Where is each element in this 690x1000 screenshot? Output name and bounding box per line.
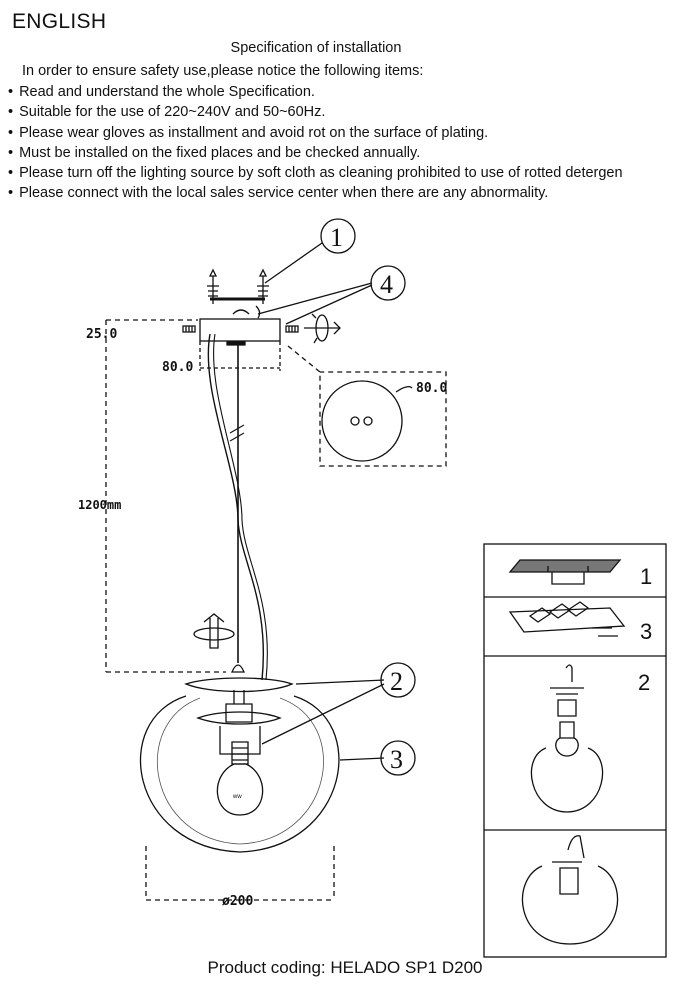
steps-panel xyxy=(483,543,667,958)
canopy-plate xyxy=(199,318,281,342)
callout-4 xyxy=(370,265,406,301)
canopy-detail-circle xyxy=(321,380,403,462)
step-number: 2 xyxy=(638,670,650,695)
callout-3 xyxy=(380,740,416,776)
instruction-item: Please connect with the local sales serv… xyxy=(8,183,623,203)
language-heading: ENGLISH xyxy=(12,10,107,33)
canopy-offset-dim: 25.0 xyxy=(86,327,117,342)
shade-diameter-dim: ø200 xyxy=(222,894,253,909)
canopy-diameter-dim: 80.0 xyxy=(416,381,447,396)
instruction-item: Suitable for the use of 220~240V and 50~… xyxy=(8,102,623,122)
instruction-item: Read and understand the whole Specificat… xyxy=(8,82,623,102)
bulb xyxy=(216,763,264,816)
instruction-list: Read and understand the whole Specificat… xyxy=(8,82,623,204)
callout-number: 1 xyxy=(330,223,343,252)
power-cord xyxy=(207,333,264,681)
callout-1 xyxy=(320,218,356,254)
callout-number: 3 xyxy=(390,745,403,774)
finished-lamp-icon xyxy=(521,835,619,945)
page-title: Specification of installation xyxy=(230,40,402,56)
instruction-item: Please wear gloves as installment and av… xyxy=(8,123,623,143)
cable-length-dim: 1200mm xyxy=(78,498,121,512)
product-coding: Product coding: HELADO SP1 D200 xyxy=(207,958,483,977)
mounting-screws-icon xyxy=(207,268,269,304)
bracket-screws-icon xyxy=(508,601,626,637)
instruction-item: Please turn off the lighting source by s… xyxy=(8,163,622,183)
canopy-width-dim: 80.0 xyxy=(162,360,193,375)
callout-2 xyxy=(380,662,416,698)
canopy-screw-icon xyxy=(285,325,299,333)
canopy-screw-icon xyxy=(182,325,196,333)
callout-number: 4 xyxy=(380,270,393,299)
rotate-arrow-icon xyxy=(304,313,341,344)
ceiling-mount-icon xyxy=(508,559,622,585)
glass-globe xyxy=(139,695,340,853)
step-number: 3 xyxy=(640,619,652,644)
step-number: 1 xyxy=(640,564,652,589)
bulb-label: ww xyxy=(232,794,242,800)
top-shade-disc xyxy=(184,677,294,693)
callout-number: 2 xyxy=(390,667,403,696)
bulb-assembly-icon xyxy=(530,664,604,813)
intro-text: In order to ensure safety use,please not… xyxy=(22,63,424,79)
instruction-item: Must be installed on the fixed places an… xyxy=(8,143,623,163)
rotate-arrow-icon xyxy=(193,613,235,649)
